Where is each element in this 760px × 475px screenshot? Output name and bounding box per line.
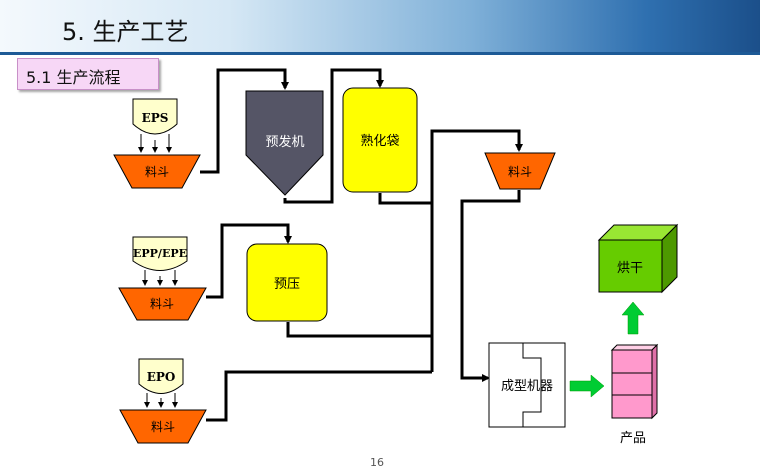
flow-line-curing-bag-to-hopper: [378, 129, 523, 205]
flow-line-epo-to-merge: [206, 370, 432, 422]
slide-title: 5. 生产工艺: [62, 18, 189, 46]
epo-hopper: [119, 409, 207, 444]
epo-material: [138, 358, 184, 394]
eps-material-label: EPS: [142, 111, 169, 125]
molding-machine-frame: [488, 342, 566, 428]
product-box-1: [611, 349, 653, 374]
eps-hopper-label: 料斗: [145, 165, 169, 179]
curing-bag-shape: [342, 87, 418, 193]
product-stack: 产品: [610, 343, 659, 446]
pre-expander: 预发机: [245, 90, 324, 196]
molding-feed-hopper-shape: [484, 152, 556, 190]
flow-line-prepress-to-merge: [286, 322, 432, 338]
section-heading: 5.1 生产流程: [26, 68, 121, 87]
epp-epe-material: [132, 236, 188, 271]
curing-bag: 熟化袋: [342, 87, 418, 193]
eps-material: [132, 98, 178, 135]
epo-material-label: EPO: [147, 370, 176, 384]
flow-line-eps-to-pre-expander: [200, 68, 289, 174]
epp-epe-hopper-label: 料斗: [150, 297, 174, 311]
epo-feed: EPO 料斗: [119, 358, 207, 444]
product-box-2: [611, 372, 653, 396]
epp-epe-hopper: [118, 287, 207, 321]
eps-feed: EPS 料斗: [113, 98, 201, 189]
title-bar: [0, 0, 760, 52]
flow-line-epp-to-prepress: [206, 223, 292, 299]
title-bar-underline: [0, 52, 760, 55]
pre-expander-shape: [245, 90, 324, 196]
flow-line-hopper-to-molding: [460, 190, 521, 382]
flow-line-pre-expander-to-curing-bag: [283, 68, 384, 204]
arrow-to-dryer: [621, 301, 645, 335]
molding-machine-mold: [522, 343, 542, 427]
epp-epe-feed: EPP/EPE 料斗: [118, 236, 207, 321]
section-heading-box: 5.1 生产流程: [17, 58, 159, 90]
eps-hopper: [113, 154, 201, 189]
molding-feed-hopper: 料斗: [484, 152, 556, 190]
prepress-shape: [246, 243, 328, 322]
curing-bag-label: 熟化袋: [360, 133, 399, 149]
prepress: 预压: [246, 243, 328, 322]
molding-machine: 成型机器: [488, 342, 566, 428]
pre-expander-label: 预发机: [265, 134, 304, 150]
epp-epe-material-label: EPP/EPE: [133, 247, 187, 260]
page-number: 16: [370, 456, 384, 469]
dryer: 烘干: [597, 223, 679, 294]
molding-feed-hopper-label: 料斗: [508, 165, 532, 179]
epo-hopper-label: 料斗: [151, 420, 175, 434]
dryer-front: [598, 239, 663, 293]
dryer-label: 烘干: [617, 261, 643, 276]
arrow-to-product: [569, 374, 605, 398]
prepress-label: 预压: [274, 277, 300, 292]
flow-lines: [200, 68, 523, 422]
molding-machine-label: 成型机器: [501, 379, 553, 394]
product-label: 产品: [620, 431, 646, 446]
product-box-3: [611, 394, 653, 419]
